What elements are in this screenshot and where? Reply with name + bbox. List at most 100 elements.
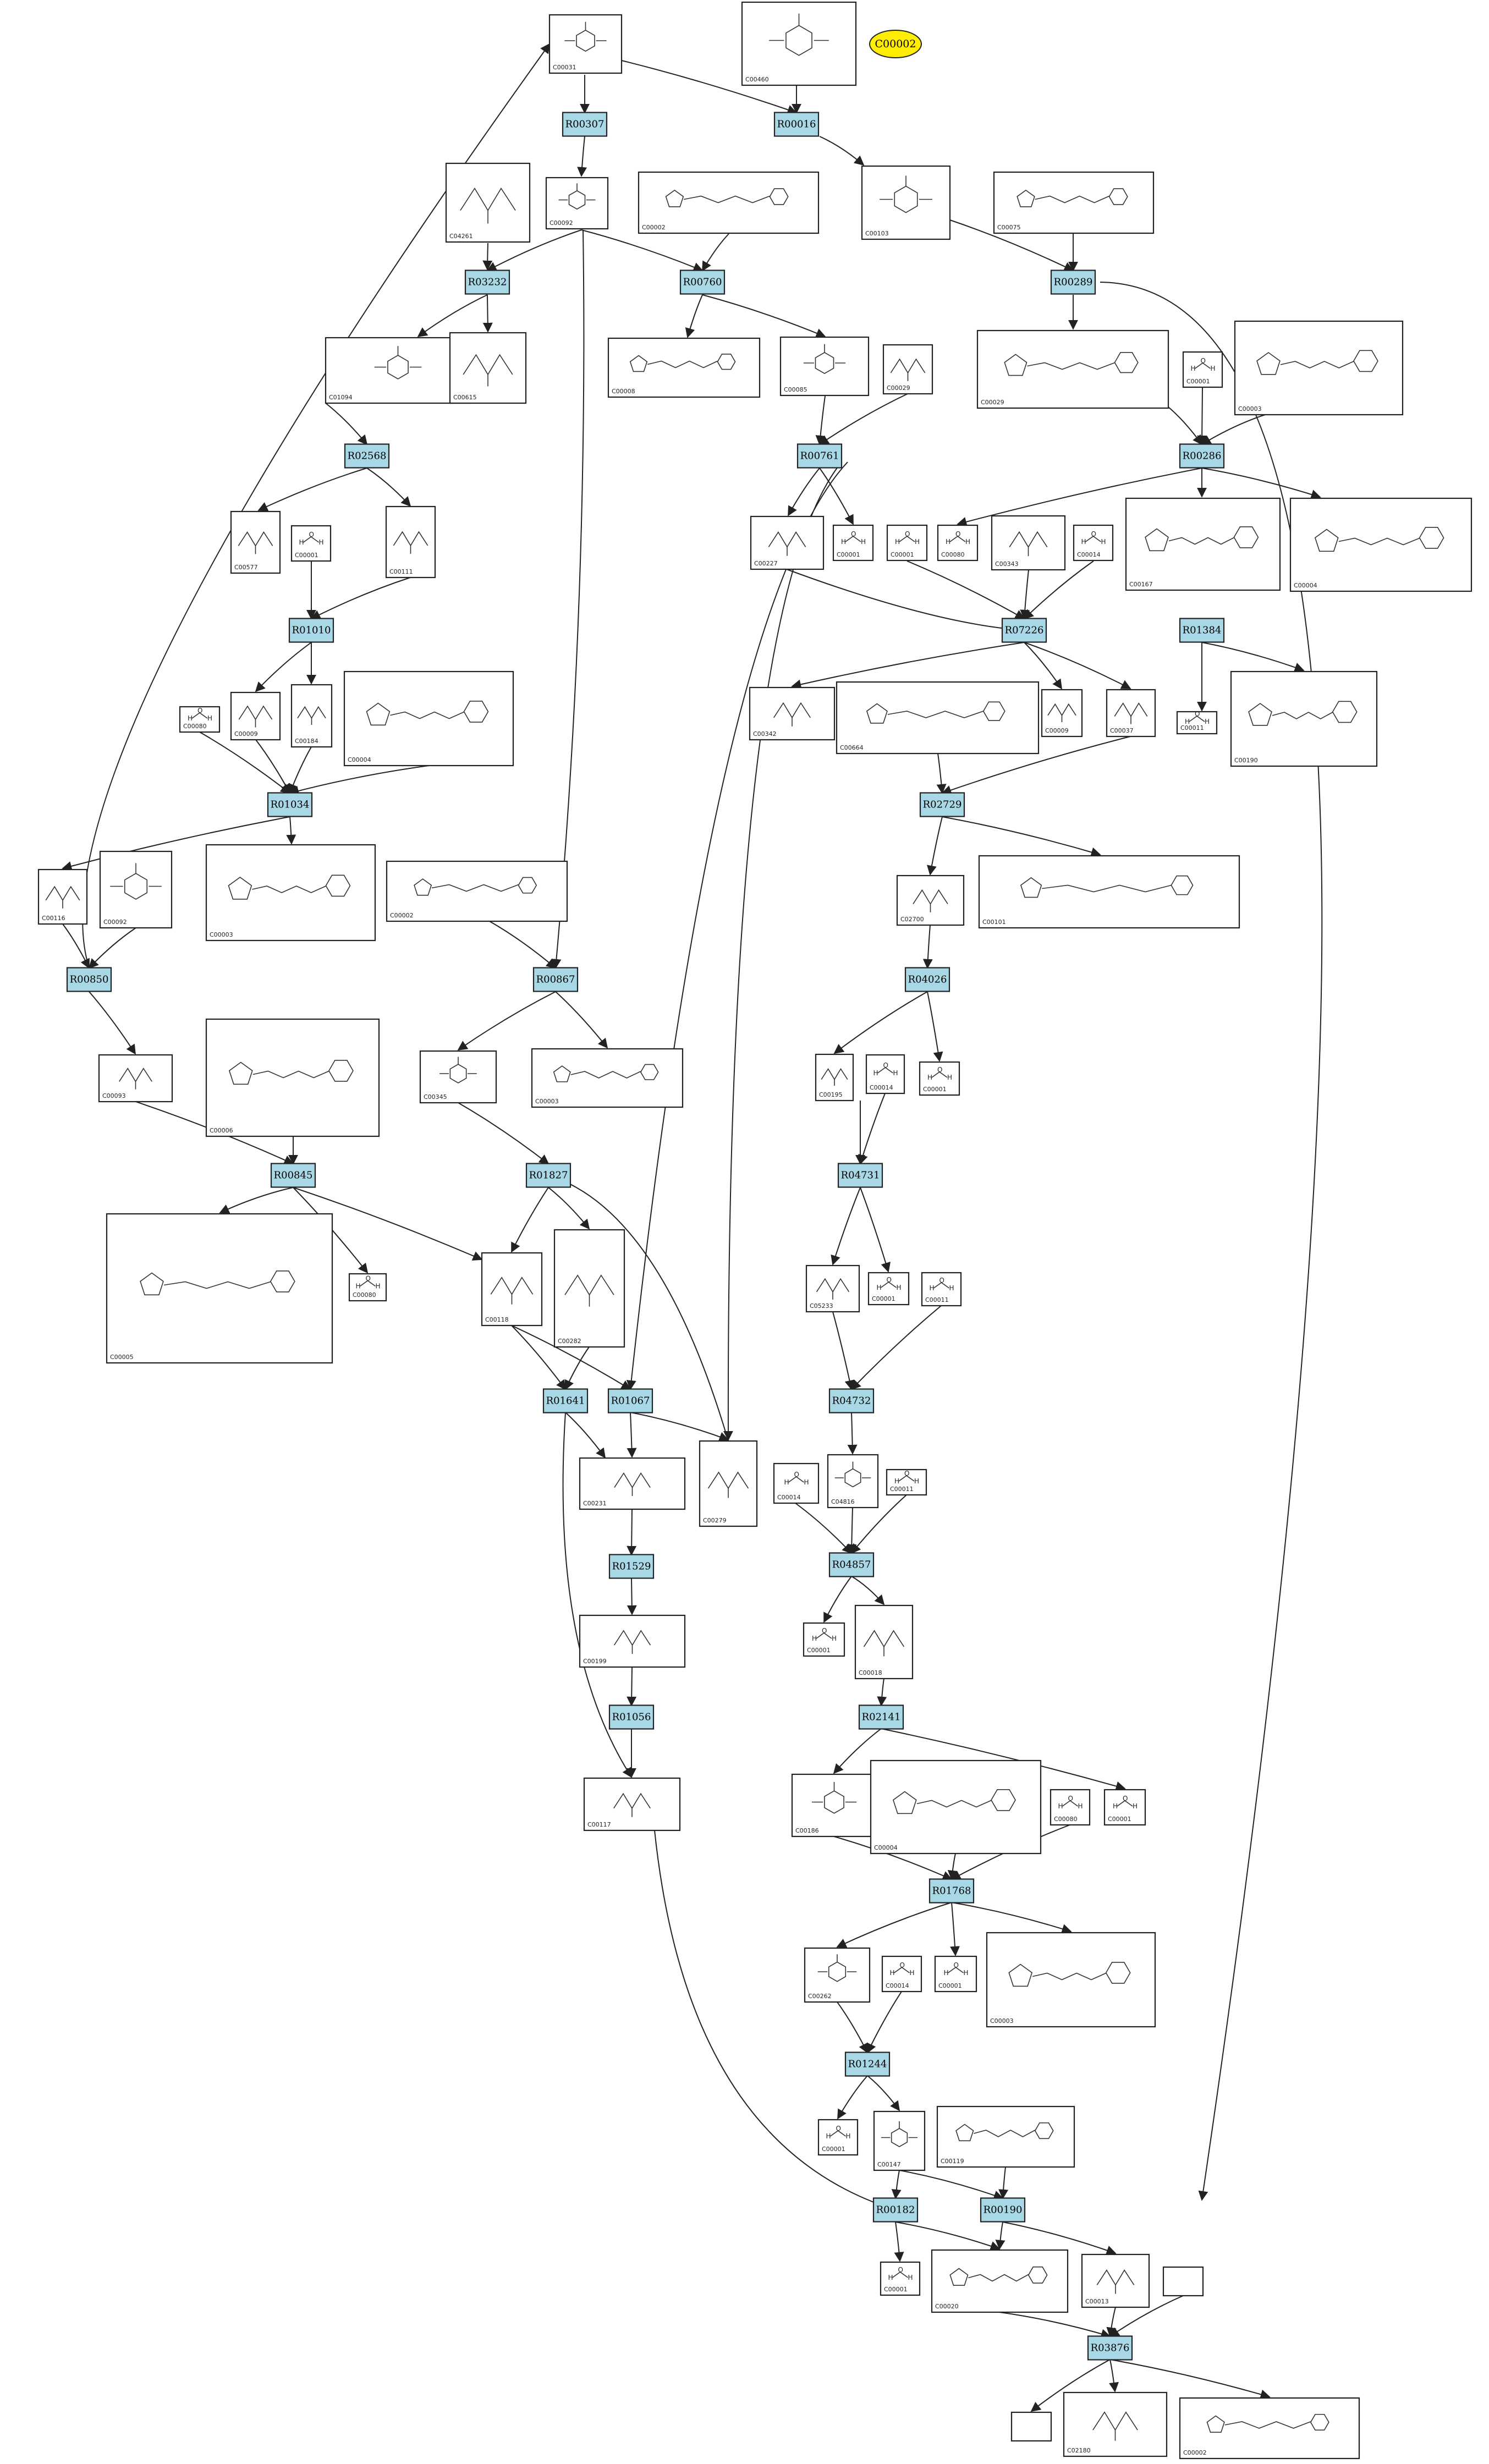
compound-node[interactable]: C00577 bbox=[230, 510, 281, 574]
reaction-node[interactable]: R01034 bbox=[267, 792, 313, 817]
reaction-node[interactable]: R00760 bbox=[679, 270, 726, 295]
compound-node[interactable]: C00003 bbox=[986, 1932, 1156, 2028]
reaction-node[interactable]: R07226 bbox=[1001, 618, 1047, 643]
compound-node[interactable]: C00227 bbox=[750, 515, 825, 570]
compound-node[interactable]: C00167 bbox=[1125, 497, 1281, 591]
reaction-node[interactable]: R01067 bbox=[607, 1388, 653, 1414]
reaction-node[interactable]: R01384 bbox=[1179, 618, 1225, 643]
compound-node[interactable]: C00111 bbox=[385, 505, 436, 579]
reaction-node[interactable]: R01768 bbox=[928, 1878, 975, 1904]
compound-node[interactable]: C00190 bbox=[1230, 670, 1378, 767]
reaction-node[interactable]: R00289 bbox=[1050, 270, 1096, 295]
compound-node[interactable]: C00092 bbox=[99, 850, 173, 929]
compound-node[interactable]: C00101 bbox=[978, 855, 1240, 929]
compound-node[interactable]: C02700 bbox=[896, 875, 965, 926]
compound-node[interactable]: C00004 bbox=[343, 670, 514, 767]
reaction-node[interactable]: R02568 bbox=[344, 443, 390, 469]
compound-node[interactable]: C00013 bbox=[1081, 2253, 1150, 2308]
compound-node[interactable]: C02180 bbox=[1063, 2391, 1168, 2457]
compound-node[interactable] bbox=[1162, 2266, 1204, 2297]
compound-node[interactable]: C00009 bbox=[1041, 689, 1083, 738]
compound-node[interactable]: C04816 bbox=[827, 1454, 879, 1509]
compound-node[interactable]: C00029 bbox=[976, 329, 1169, 409]
reaction-node[interactable]: R01529 bbox=[608, 1554, 655, 1579]
reaction-node[interactable]: R01244 bbox=[844, 2052, 891, 2077]
compound-node[interactable]: C00029 bbox=[882, 344, 933, 395]
compound-node[interactable]: C00031 bbox=[548, 14, 623, 74]
compound-node[interactable]: C00037 bbox=[1106, 689, 1156, 738]
compound-node[interactable]: C00003 bbox=[1234, 320, 1404, 416]
compound-node[interactable]: C00119 bbox=[936, 2105, 1075, 2168]
compound-node[interactable]: C05233 bbox=[805, 1264, 860, 1313]
reaction-node[interactable]: R00850 bbox=[66, 967, 112, 992]
compound-node[interactable]: C00003 bbox=[531, 1048, 684, 1108]
compound-node[interactable]: C00002 bbox=[386, 860, 568, 922]
reaction-node[interactable]: R02729 bbox=[919, 792, 965, 817]
reaction-node[interactable]: R04026 bbox=[904, 967, 950, 992]
compound-node[interactable]: C00092 bbox=[545, 177, 609, 230]
compound-node[interactable]: C00004 bbox=[870, 1759, 1042, 1855]
compound-node[interactable]: C00020 bbox=[931, 2249, 1069, 2313]
compound-node[interactable]: C00103 bbox=[861, 165, 951, 240]
compound-node[interactable]: C04261 bbox=[445, 162, 531, 243]
reaction-node[interactable]: R01010 bbox=[288, 618, 334, 643]
reaction-node[interactable]: R04731 bbox=[837, 1163, 883, 1188]
reaction-node[interactable]: R00016 bbox=[773, 112, 820, 137]
compound-node[interactable]: C00186 bbox=[791, 1773, 877, 1838]
compound-node[interactable]: C01094 bbox=[325, 337, 471, 404]
reaction-node[interactable]: R00182 bbox=[872, 2197, 919, 2223]
compound-node[interactable]: C00342 bbox=[749, 686, 836, 741]
compound-node[interactable]: C00002 bbox=[1179, 2397, 1360, 2460]
compound-node[interactable]: C00003 bbox=[205, 844, 376, 942]
compound-node[interactable]: C00184 bbox=[290, 684, 333, 748]
compound-node[interactable]: C00075 bbox=[993, 171, 1155, 234]
reaction-node[interactable]: R00761 bbox=[796, 443, 843, 469]
compound-node[interactable]: C00282 bbox=[553, 1229, 625, 1348]
compound-node[interactable]: C00199 bbox=[579, 1614, 686, 1668]
compound-node[interactable]: C00117 bbox=[583, 1777, 681, 1832]
reaction-node[interactable]: R00867 bbox=[532, 967, 579, 992]
compound-node[interactable]: C00343 bbox=[991, 515, 1066, 571]
compound-node[interactable]: C00460 bbox=[741, 1, 857, 86]
compound-node[interactable]: C00615 bbox=[449, 332, 527, 404]
compound-node[interactable]: C00085 bbox=[779, 336, 870, 397]
reaction-node[interactable]: R00845 bbox=[270, 1163, 316, 1188]
reaction-node[interactable]: R01056 bbox=[608, 1704, 655, 1730]
compound-node[interactable]: C00118 bbox=[481, 1252, 543, 1327]
compound-node[interactable]: C00345 bbox=[419, 1050, 497, 1104]
compound-node[interactable]: C00018 bbox=[854, 1604, 914, 1680]
reaction-node[interactable]: R03876 bbox=[1087, 2335, 1133, 2361]
compound-node[interactable]: C00006 bbox=[205, 1018, 380, 1137]
reaction-node[interactable]: R03232 bbox=[464, 270, 510, 295]
compound-node[interactable]: C00664 bbox=[836, 681, 1040, 755]
compound-node[interactable]: C00231 bbox=[579, 1457, 686, 1510]
reaction-node[interactable]: R02141 bbox=[858, 1704, 904, 1730]
compound-node[interactable]: C00195 bbox=[815, 1053, 854, 1102]
compound-node[interactable]: C00002 bbox=[638, 171, 820, 234]
reaction-node[interactable]: R04732 bbox=[828, 1388, 875, 1414]
compound-node[interactable]: C00004 bbox=[1289, 497, 1472, 592]
reaction-node[interactable]: R00190 bbox=[980, 2197, 1026, 2223]
reaction-node[interactable]: R01827 bbox=[525, 1163, 572, 1188]
reaction-node[interactable]: R01641 bbox=[542, 1388, 589, 1414]
reaction-node[interactable]: R00286 bbox=[1179, 443, 1225, 469]
